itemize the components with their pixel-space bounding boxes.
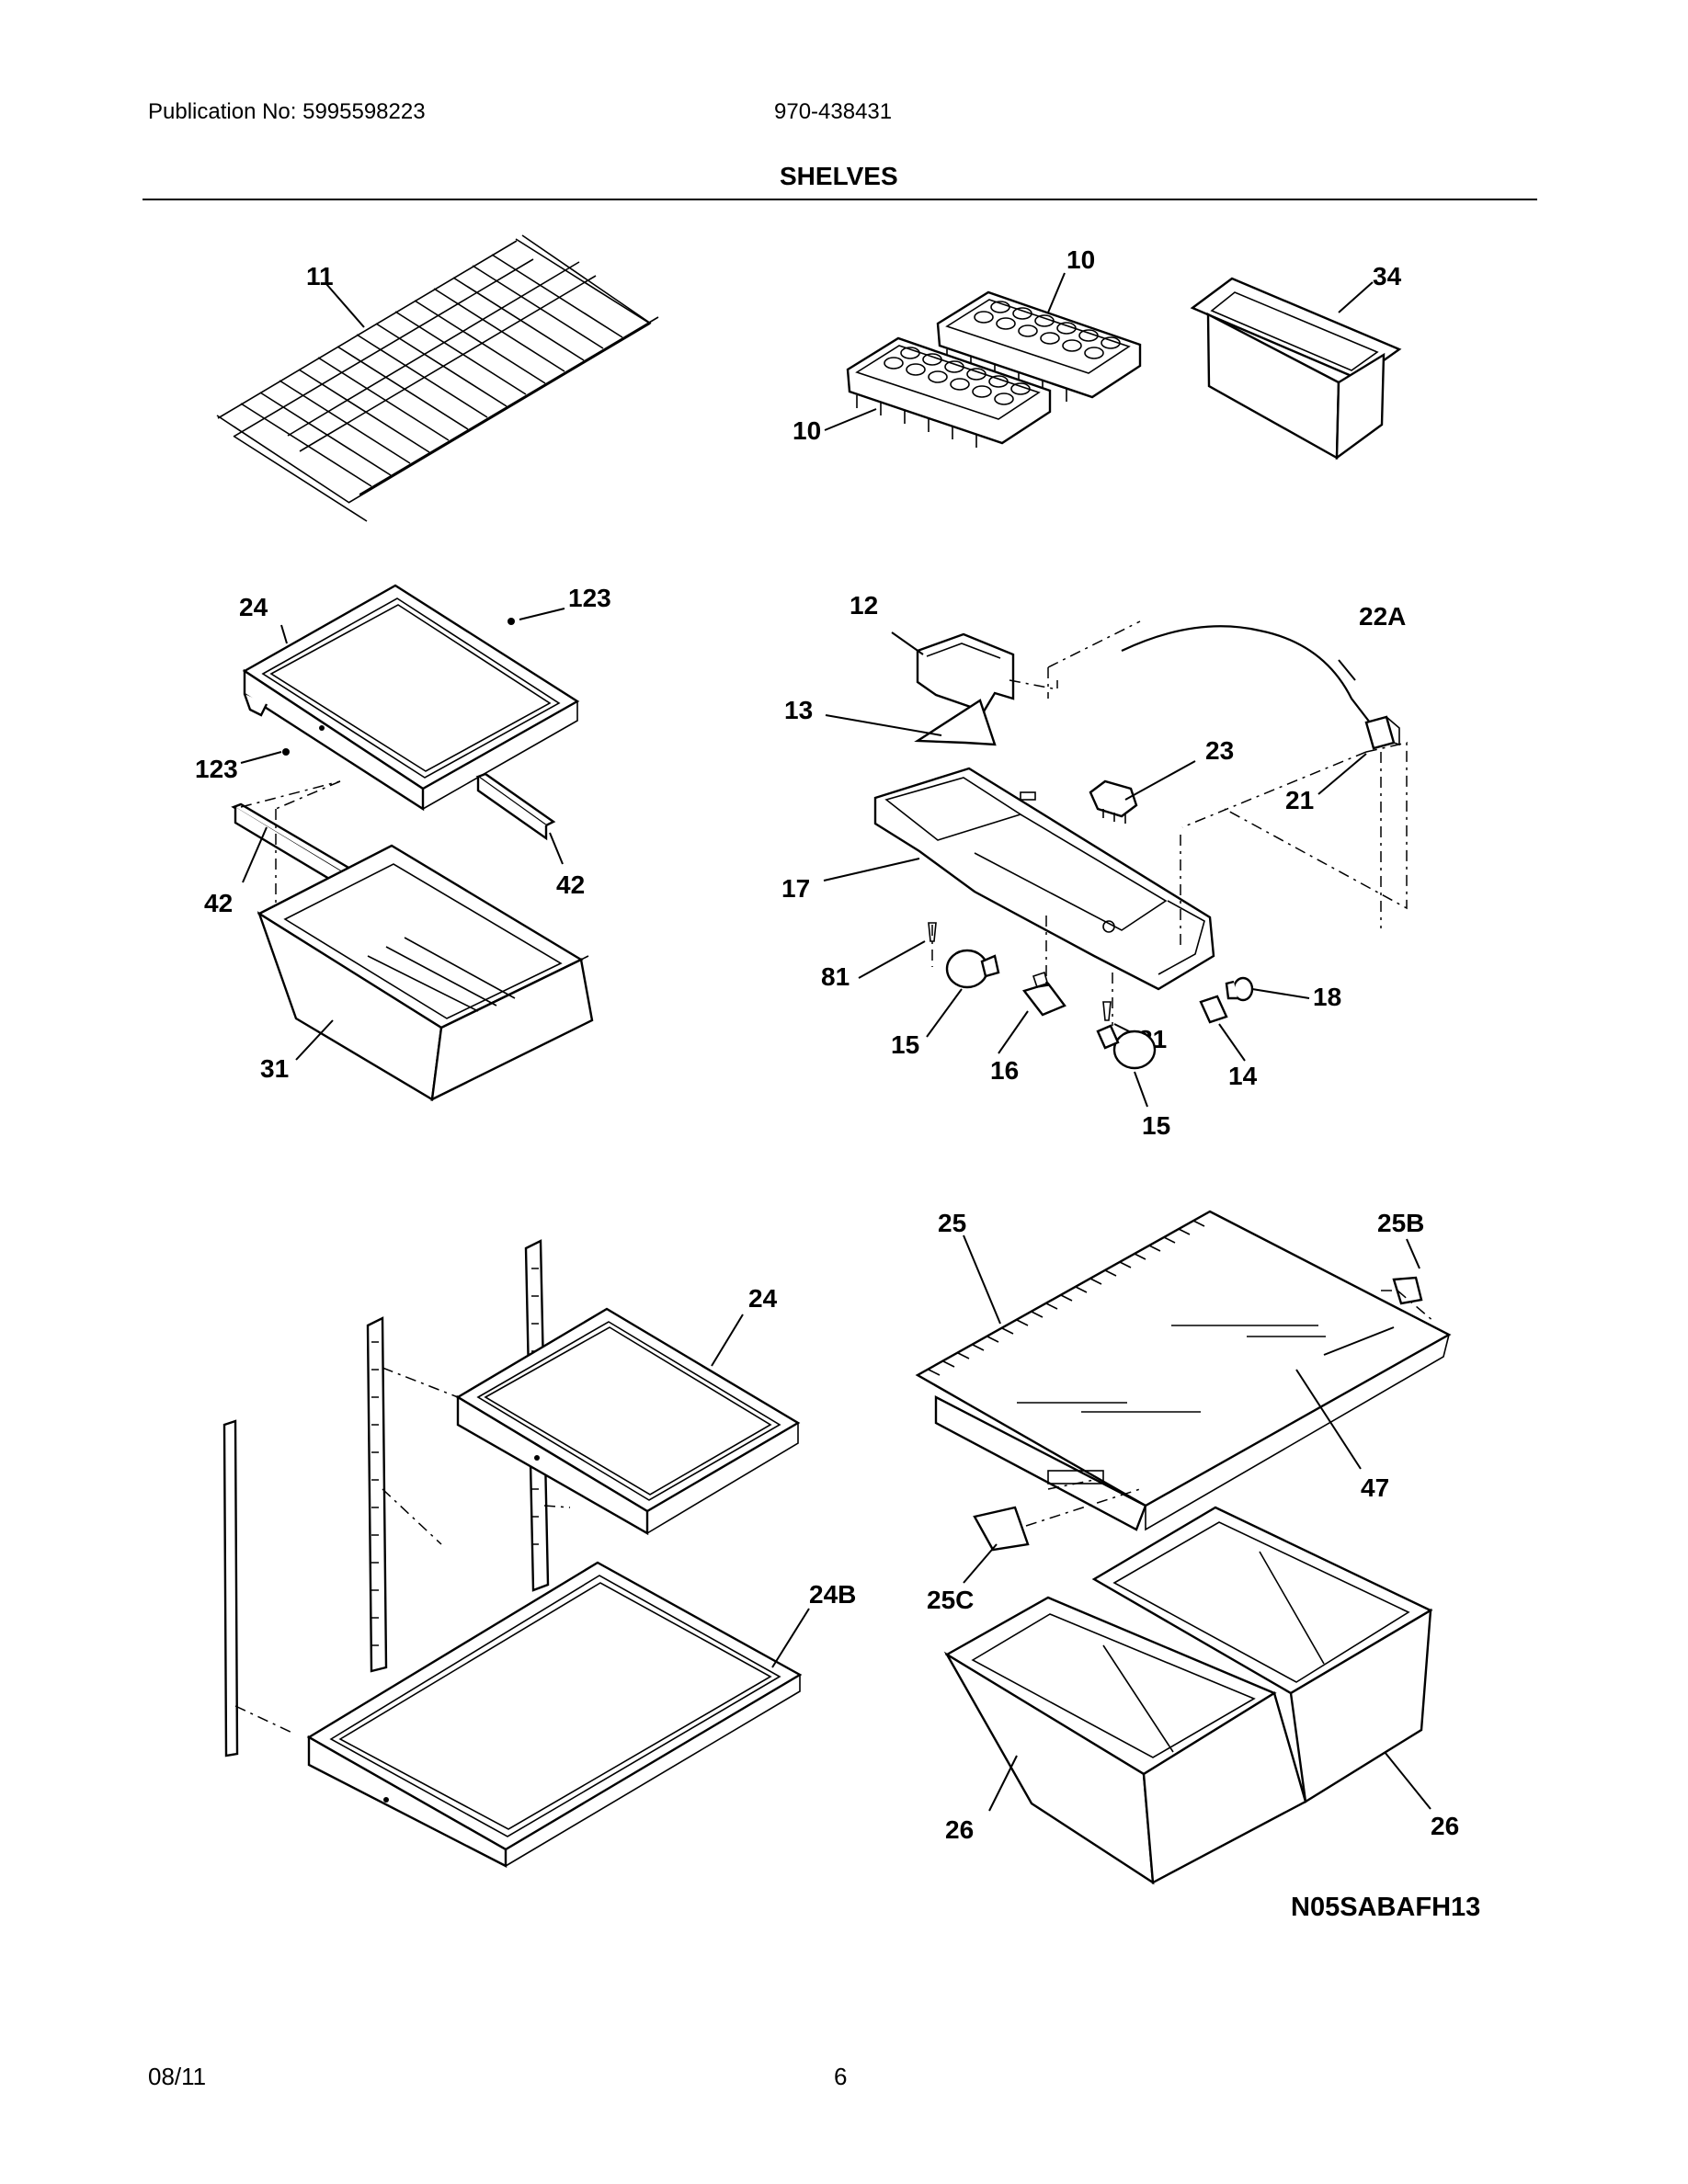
switch-14-part [1199,995,1228,1024]
callout-18: 18 [1313,983,1341,1011]
callout-10-upper: 10 [1066,245,1095,274]
model-number: 970-438431 [774,99,893,124]
callout-12: 12 [850,591,878,620]
callout-22A: 22A [1359,602,1406,631]
callout-21: 21 [1285,786,1314,814]
publication-number: Publication No: 5995598223 [148,99,426,124]
diagram-code: N05SABAFH13 [1291,1893,1480,1922]
callout-123-lower: 123 [195,755,238,783]
screw-81-part [928,922,1112,1021]
switch-21-part [1364,715,1400,750]
footer-date: 08/11 [148,2063,207,2090]
cover-bracket-25C-part [973,1506,1030,1552]
storage-bin-part [1190,277,1402,461]
ice-bucket-12-part [916,632,1015,713]
callout-24-upper: 24 [239,593,268,621]
callout-42-right: 42 [556,870,585,899]
crisper-drawer-26-left-part [943,1596,1307,1885]
shelf-24-part [242,584,580,812]
knob-18-part [1225,976,1254,1002]
callout-16: 16 [990,1056,1019,1085]
callout-25C: 25C [927,1586,974,1614]
wire-shelf-part [216,234,659,522]
page-title: SHELVES [780,162,898,190]
deflector-13-part [914,699,997,746]
bulb-15-left-part [945,949,1000,989]
callout-26-left: 26 [945,1815,974,1844]
callout-34: 34 [1373,262,1402,290]
callout-15-left: 15 [891,1030,919,1059]
callout-10-lower: 10 [793,416,821,445]
page-number: 6 [834,2063,848,2090]
callout-15-right: 15 [1142,1111,1170,1140]
callout-31: 31 [260,1054,289,1083]
motor-23-part [1089,779,1138,824]
callout-13: 13 [784,696,813,724]
callout-47: 47 [1361,1473,1389,1502]
ice-tray-lower-part [846,336,1052,448]
callout-24-lower: 24 [748,1284,778,1313]
callout-23: 23 [1205,736,1234,765]
shelf-24-lower-part [455,1307,801,1536]
light-housing-17-part [873,767,1215,991]
callout-25B: 25B [1377,1209,1424,1237]
callout-42-left: 42 [204,889,233,917]
callout-81-left: 81 [821,962,850,991]
callout-26-right: 26 [1431,1812,1459,1840]
bulb-15-right-part [1096,1024,1157,1070]
crisper-drawer-26-right-part [1091,1506,1433,1803]
callout-24B: 24B [809,1580,856,1609]
socket-16-part [1021,971,1066,1017]
callout-17: 17 [781,874,810,903]
crisper-drawer-31-part [257,844,594,1102]
callout-11: 11 [306,262,334,290]
header-rule [143,199,1537,200]
callout-14: 14 [1228,1062,1258,1090]
cover-bracket-25B-part [1392,1276,1423,1305]
callout-25: 25 [938,1209,966,1237]
shelf-24B-part [306,1561,803,1868]
callout-123-upper: 123 [568,584,611,612]
